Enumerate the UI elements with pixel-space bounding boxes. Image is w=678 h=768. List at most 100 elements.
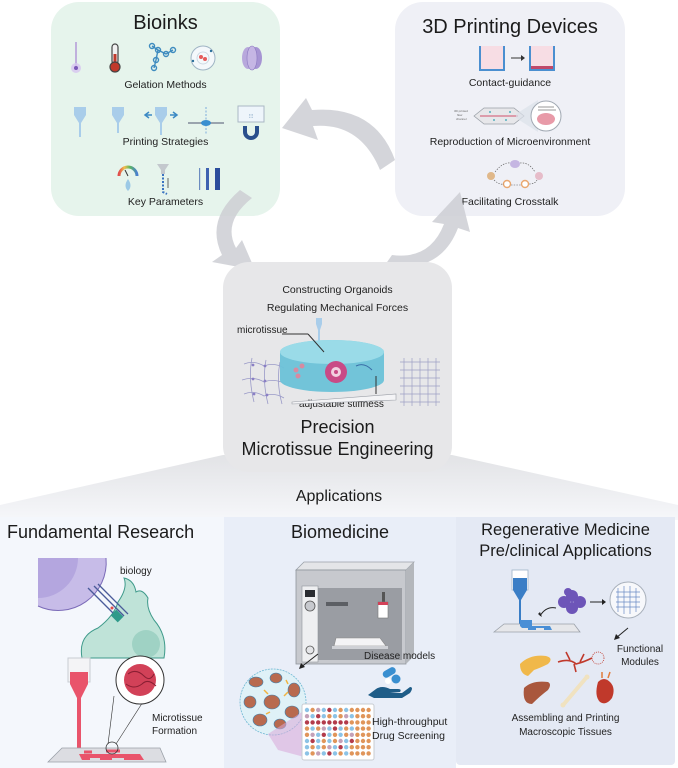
fundamental-research-title: Fundamental Research <box>7 522 195 542</box>
macroscopic-tissues-label: Macroscopic Tissues <box>519 727 612 738</box>
microtissue-formation-line2: Formation <box>152 726 198 737</box>
plate-well <box>321 707 326 713</box>
svg-text:channel: channel <box>456 117 467 121</box>
plate-well <box>332 738 338 744</box>
plate-well <box>366 738 371 744</box>
cell-interaction-icon <box>37 557 166 659</box>
plate-well <box>366 714 371 719</box>
plate-well <box>304 726 310 731</box>
contact-guidance-label: Contact-guidance <box>468 77 552 89</box>
panel-regenerative-medicine <box>456 517 675 765</box>
plate-well <box>327 720 332 725</box>
plate-well <box>360 745 366 750</box>
plate-well <box>355 707 360 713</box>
high-throughput-label: High-throughput <box>372 716 448 728</box>
plate-well <box>338 714 343 719</box>
plate-well <box>304 720 310 725</box>
plate-well <box>366 751 371 756</box>
viscosity-gauge-icon <box>117 165 139 191</box>
preclinical-applications-title: Pre/clinical Applications <box>479 542 652 560</box>
plate-well <box>338 738 343 744</box>
plate-well <box>366 732 371 737</box>
plate-well <box>344 738 349 744</box>
plate-well <box>349 720 354 725</box>
svg-text:3D printed: 3D printed <box>454 109 468 113</box>
arrow-down-left-icon <box>299 653 319 669</box>
thermometer-icon <box>109 43 121 73</box>
applications-title: Applications <box>295 488 383 505</box>
plate-well <box>304 732 310 737</box>
plate-well <box>349 745 354 750</box>
plate-well <box>310 720 315 725</box>
plate-well <box>338 726 343 731</box>
plate-well <box>360 714 366 719</box>
plate-well <box>321 738 326 744</box>
plate-well <box>338 745 343 750</box>
plate-well <box>338 720 343 725</box>
plate-well <box>327 745 332 750</box>
gelation-methods-label: Gelation Methods <box>124 79 207 91</box>
adjustable-stiffness-label: adjustable stiffness <box>299 399 384 410</box>
plate-well <box>344 707 349 713</box>
plate-well <box>321 726 326 731</box>
plate-well <box>321 732 326 737</box>
contact-guidance-icon <box>479 46 555 71</box>
microtissue-engineering-title: Microtissue Engineering <box>241 439 434 459</box>
arrow-to-organs-icon <box>614 627 629 640</box>
plate-well <box>316 738 321 744</box>
plate-well <box>316 732 321 737</box>
drug-screening-label: Drug Screening <box>372 730 445 742</box>
plate-well <box>366 707 371 713</box>
bioinks-title: Bioinks <box>133 12 198 34</box>
coaxial-nozzle-icon <box>143 107 179 135</box>
plate-well <box>310 726 315 731</box>
microtissue-dish-icon <box>241 318 440 406</box>
constructing-organoids-label: Constructing Organoids <box>282 284 393 296</box>
plate-well <box>332 714 338 719</box>
plate-well <box>321 720 326 725</box>
plate-well <box>327 714 332 719</box>
resolution-bars-icon <box>199 168 220 190</box>
plate-well <box>304 738 310 744</box>
organs-icon <box>520 651 614 708</box>
precision-title: Precision <box>300 417 375 437</box>
magnetic-levitation-icon: ⫶⫶⫶ <box>237 105 265 140</box>
svg-text:flow: flow <box>457 113 463 117</box>
plate-well <box>360 732 366 737</box>
plate-well <box>355 720 360 725</box>
plate-well <box>349 738 354 744</box>
plate-well <box>332 745 338 750</box>
plate-well <box>332 732 338 737</box>
plate-well <box>366 720 371 725</box>
disease-models-label: Disease models <box>364 651 436 662</box>
crosstalk-label: Facilitating Crosstalk <box>461 196 559 208</box>
plate-well <box>310 707 315 713</box>
plate-well <box>360 738 366 744</box>
plate-well <box>321 745 326 750</box>
plate-well <box>310 714 315 719</box>
biology-label: biology <box>120 566 152 577</box>
plate-well <box>344 726 349 731</box>
plate-well <box>349 751 354 756</box>
ionic-atom-icon <box>190 45 216 71</box>
biomedicine-title: Biomedicine <box>290 522 390 542</box>
printing-strategies-label: Printing Strategies <box>122 136 209 148</box>
plate-well <box>332 726 338 731</box>
plate-well <box>327 707 332 713</box>
hand-pills-icon <box>368 667 412 698</box>
plate-well <box>304 745 310 750</box>
plate-well <box>310 745 315 750</box>
plate-well <box>316 720 321 725</box>
plate-well <box>360 707 366 713</box>
plate-well <box>310 732 315 737</box>
plate-well <box>366 745 371 750</box>
plate-well <box>355 745 360 750</box>
plate-well <box>355 738 360 744</box>
tissue-cluster-icon <box>239 668 307 736</box>
drug-screening-plate-icon <box>301 703 375 761</box>
plate-well <box>344 732 349 737</box>
plate-well <box>360 726 366 731</box>
plate-well <box>360 720 366 725</box>
plate-well <box>321 714 326 719</box>
